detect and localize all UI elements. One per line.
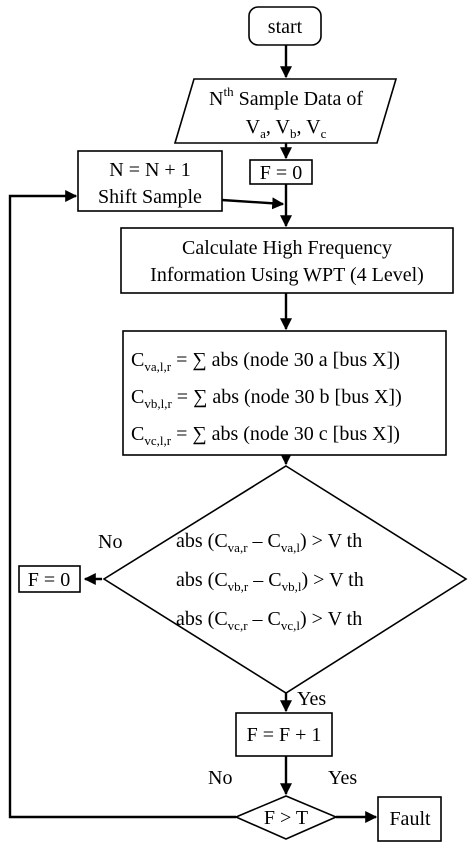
sum-line-a: Cva,l,r = ∑ abs (node 30 a [bus X]) [131,349,400,374]
decision-b-p3: ) > V th [301,569,363,591]
sum-line-c: Cvc,l,r = ∑ abs (node 30 c [bus X]) [131,423,400,448]
sum-a-subscript: va,l,r [144,359,171,374]
threshold-decision-node: abs (Cva,r – Cva,l) > V th abs (Cvb,r – … [102,465,468,694]
decision-b-s2: vb,l [282,579,302,594]
f-zero-left-label: F = 0 [28,569,70,591]
shift-sample-line1: N = N + 1 [109,159,190,181]
calculate-node: Calculate High Frequency Information Usi… [120,227,454,294]
decision-line-c: abs (Cvc,r – Cvc,l) > V th [176,608,362,633]
connectors [8,45,378,823]
decision-a-p3: ) > V th [300,530,362,552]
calculate-line1: Calculate High Frequency [182,237,392,259]
sum-a-base: C [131,349,144,371]
voltage-a-subscript: a [260,126,266,141]
decision-b-s1: vb,r [228,579,249,594]
sample-data-node: Nth Sample Data of Va, Vb, Vc [173,78,398,144]
decision-c-s2: vc,l [281,618,301,633]
sample-data-line1: Nth Sample Data of [209,84,363,110]
decision-a-s2: va,l [281,540,301,555]
decision-c-s1: vc,r [228,618,249,633]
decision-line-a: abs (Cva,r – Cva,l) > V th [176,530,362,555]
decision-c-p3: ) > V th [300,608,362,630]
start-label: start [268,16,303,38]
increment-label: F = F + 1 [247,724,322,746]
compare-decision-node: F > T [233,795,339,840]
decision-c-p2: – C [248,608,281,630]
start-node: start [248,6,322,46]
sample-data-text: Sample Data of [234,88,364,110]
compare-yes-label: Yes [328,767,357,789]
f-zero-left-node: F = 0 [18,565,81,593]
shift-sample-node: N = N + 1 Shift Sample [77,150,223,212]
sum-c-expression: = ∑ abs (node 30 c [bus X]) [171,423,400,445]
decision-a-s1: va,r [228,540,249,555]
shift-sample-line2: Shift Sample [98,186,202,208]
decision-no-label: No [98,531,122,553]
arrow-shift-to-main [221,197,285,210]
compare-label: F > T [264,807,308,829]
f-zero-top-label: F = 0 [260,162,302,184]
decision-a-p1: abs (C [176,530,228,552]
decision-b-p1: abs (C [176,569,228,591]
f-zero-top-node: F = 0 [249,159,313,185]
increment-node: F = F + 1 [235,712,333,757]
voltage-c-subscript: c [321,126,327,141]
loop-back-line [8,190,236,819]
voltage-b-subscript: b [290,126,297,141]
decision-line-b: abs (Cvb,r – Cvb,l) > V th [176,569,364,594]
edge-labels: No Yes No Yes [98,531,357,789]
sum-b-base: C [131,386,144,408]
sum-line-b: Cvb,l,r = ∑ abs (node 30 b [bus X]) [131,386,402,411]
decision-yes-label: Yes [297,688,326,710]
sample-data-line2: Va, Vb, Vc [246,116,327,141]
fault-node: Fault [377,796,442,842]
decision-c-p1: abs (C [176,608,228,630]
voltage-b-separator: , [296,116,306,138]
sum-c-subscript: vc,l,r [144,433,171,448]
voltage-a-base: V [246,116,261,138]
decision-a-p2: – C [248,530,281,552]
sum-c-base: C [131,423,144,445]
sample-data-superscript: th [223,84,234,99]
sum-b-expression: = ∑ abs (node 30 b [bus X]) [172,386,402,408]
fault-label: Fault [389,808,431,830]
voltage-b-base: V [276,116,291,138]
voltage-c-base: V [306,116,321,138]
sum-a-expression: = ∑ abs (node 30 a [bus X]) [171,349,400,371]
sums-node: Cva,l,r = ∑ abs (node 30 a [bus X]) Cvb,… [122,330,447,456]
calculate-line2: Information Using WPT (4 Level) [150,264,424,286]
sample-data-n: N [209,88,223,110]
voltage-a-separator: , [266,116,276,138]
sum-b-subscript: vb,l,r [144,396,172,411]
decision-b-p2: – C [248,569,281,591]
compare-no-label: No [208,767,232,789]
